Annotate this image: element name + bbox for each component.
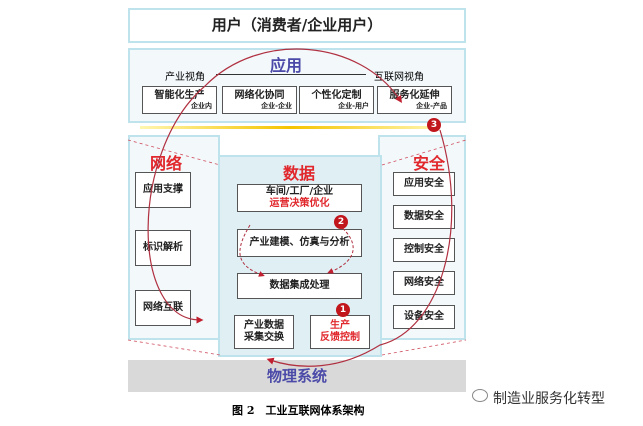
app-item-sub: 企业-企业 [261, 101, 292, 110]
operation-decision-box: 车间/工厂/企业运营决策优化 [237, 184, 362, 212]
app-item-sub: 企业-用户 [338, 101, 369, 110]
app-item-name: 智能化生产 [154, 89, 205, 101]
network-item: 应用支撑 [135, 172, 191, 208]
watermark-text: 制造业服务化转型 [493, 391, 605, 407]
app-item: 个性化定制企业-用户 [299, 86, 374, 114]
wechat-icon [472, 389, 488, 402]
app-item-sub: 企业-产品 [416, 101, 447, 110]
yellow-divider [140, 126, 440, 129]
users-layer: 用户（消费者/企业用户） [128, 8, 466, 43]
security-item: 数据安全 [393, 205, 455, 229]
collection-box: 产业数据 采集交换 [234, 315, 294, 349]
view-arrow [216, 74, 366, 75]
feedback-line1: 生产 [330, 320, 350, 331]
internet-view-label: 互联网视角 [374, 72, 424, 83]
app-item: 服务化延伸企业-产品 [377, 86, 452, 114]
network-title: 网络 [150, 154, 183, 173]
workshop-label: 车间/工厂/企业 [265, 186, 334, 197]
step-badge-3: 3 [427, 118, 441, 132]
security-item: 设备安全 [393, 305, 455, 329]
security-item: 网络安全 [393, 271, 455, 295]
app-item: 网络化协同企业-企业 [222, 86, 297, 114]
security-item: 控制安全 [393, 238, 455, 262]
step-badge-1: 1 [336, 303, 350, 317]
application-title: 应用 [270, 56, 303, 75]
data-title: 数据 [283, 164, 316, 183]
app-item-name: 网络化协同 [234, 89, 285, 101]
feedback-line2: 反馈控制 [320, 332, 360, 343]
security-item: 应用安全 [393, 172, 455, 196]
network-item: 标识解析 [135, 230, 191, 266]
app-item-name: 个性化定制 [311, 89, 362, 101]
integration-box: 数据集成处理 [237, 273, 362, 299]
step-badge-2: 2 [334, 215, 348, 229]
industry-view-label: 产业视角 [165, 72, 205, 83]
app-item-sub: 企业内 [191, 101, 212, 110]
app-item: 智能化生产企业内 [142, 86, 217, 114]
decision-label: 运营决策优化 [269, 198, 330, 209]
modeling-box: 产业建模、仿真与分析 [237, 229, 362, 257]
security-title: 安全 [413, 154, 446, 173]
feedback-box: 生产反馈控制 [310, 315, 370, 349]
app-item-name: 服务化延伸 [389, 89, 440, 101]
figure-caption: 图 2 工业互联网体系架构 [232, 404, 365, 417]
